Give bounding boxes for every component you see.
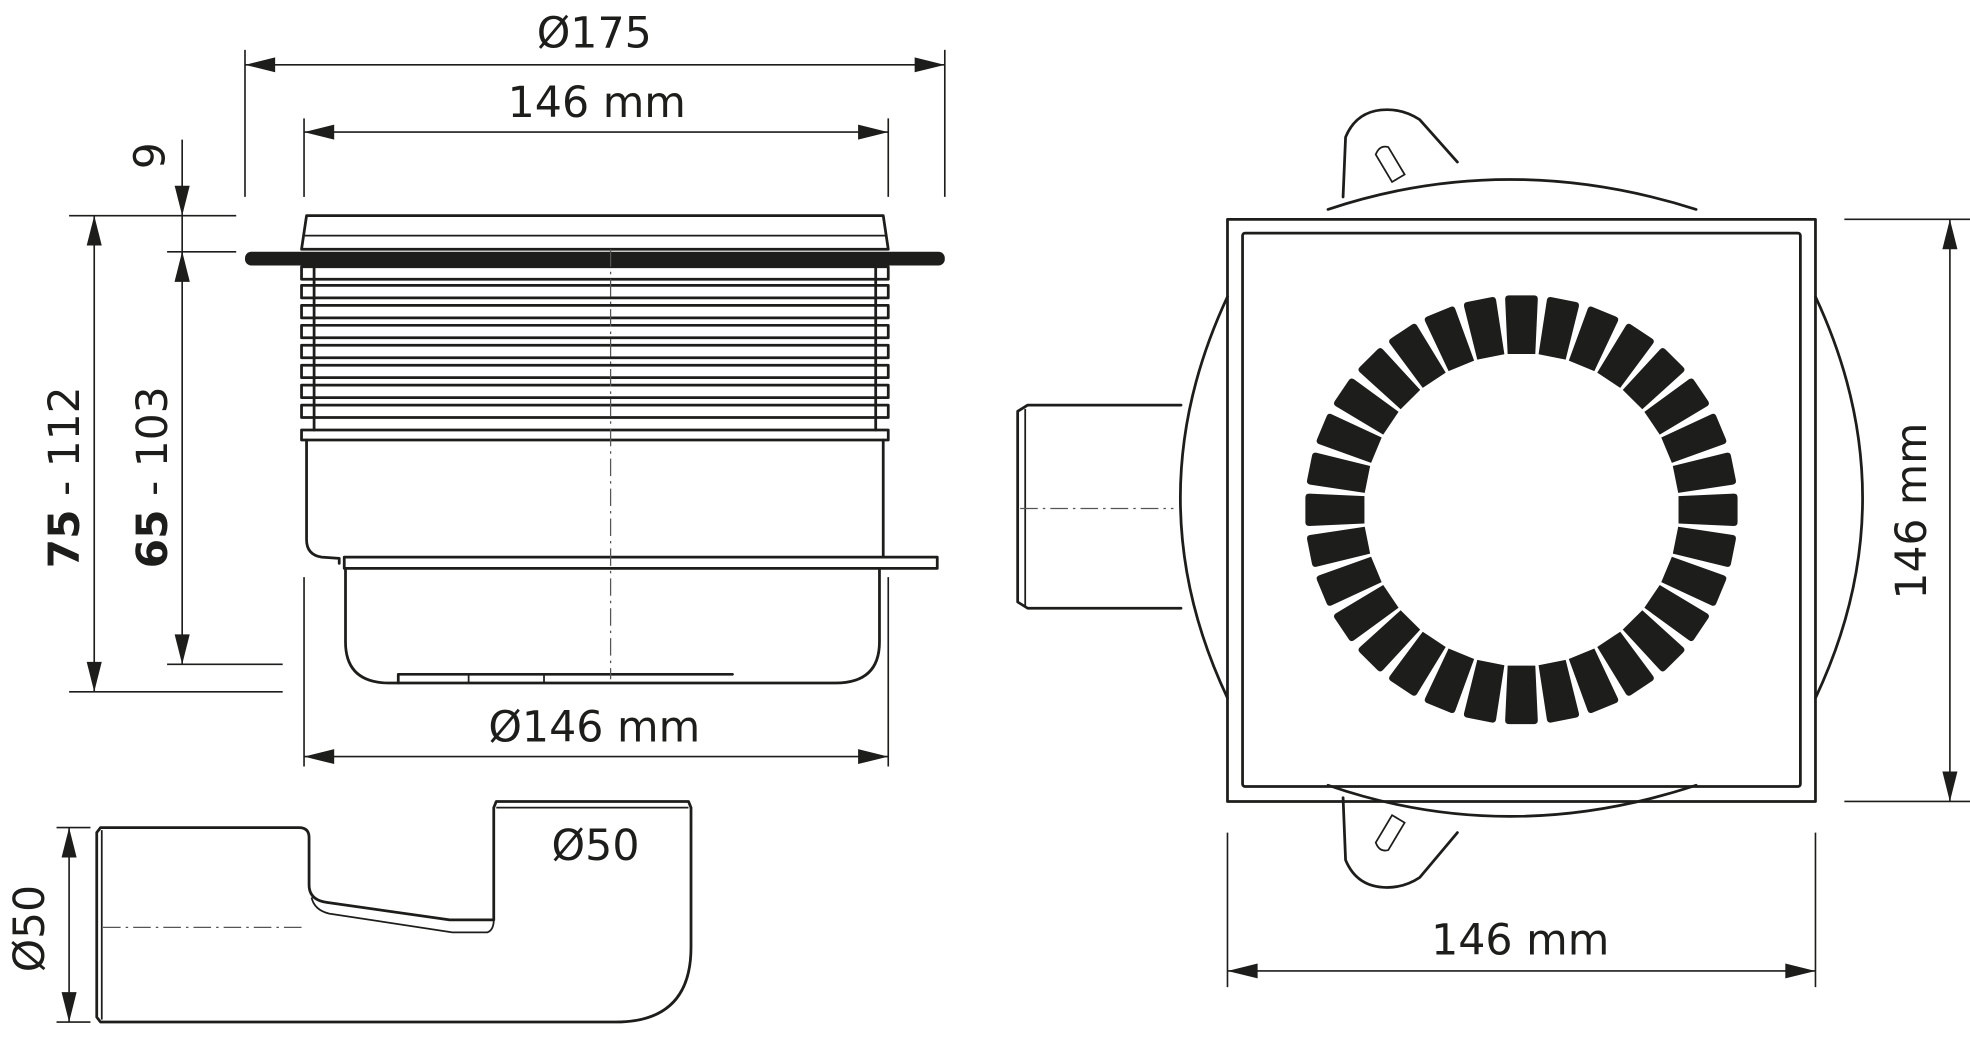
grate-height-dimension: 146 mm [1844, 218, 1970, 803]
inlet-diameter-dimension: Ø50 [6, 826, 91, 1023]
body-diameter-label: Ø146 mm [488, 704, 700, 753]
flange-diameter-label: Ø175 [537, 10, 652, 59]
grate-inner [1241, 231, 1802, 788]
side-view: Ø175 146 mm 9 75 - 112 [41, 10, 946, 767]
total-height-dimension: 75 - 112 [41, 215, 283, 693]
round-body-bottom [1326, 783, 1698, 818]
grate-slots [1305, 295, 1738, 725]
body-height-dimension: 65 - 103 [129, 251, 283, 666]
mounting-lugs [1341, 108, 1459, 889]
top-width-label: 146 mm [508, 79, 686, 128]
round-body-top [1326, 178, 1698, 211]
grate-width-dimension: 146 mm [1226, 832, 1817, 988]
body-height-label: 65 - 103 [129, 386, 178, 568]
inlet-diameter-label: Ø50 [6, 885, 55, 972]
round-body-right [1814, 295, 1864, 700]
top-width-dimension: 146 mm [303, 79, 890, 197]
grate-height-label: 146 mm [1888, 423, 1937, 600]
thread-rings [300, 265, 890, 432]
elbow-view: Ø50 Ø50 [6, 800, 693, 1024]
grate-width-label: 146 mm [1431, 917, 1609, 966]
drain-body-side [244, 214, 945, 685]
flange-diameter-dimension: Ø175 [244, 10, 946, 197]
round-body-left [1179, 295, 1229, 700]
outlet-diameter-label: Ø50 [552, 822, 640, 871]
flange-offset-label: 9 [126, 142, 175, 169]
side-outlet-pipe [1016, 403, 1183, 610]
grate-frame [1226, 217, 1817, 803]
body-diameter-dimension: Ø146 mm [303, 577, 890, 767]
total-height-label: 75 - 112 [41, 386, 90, 568]
top-view: 146 mm 146 mm [1016, 108, 1970, 988]
flange-offset-dimension: 9 [69, 139, 237, 282]
